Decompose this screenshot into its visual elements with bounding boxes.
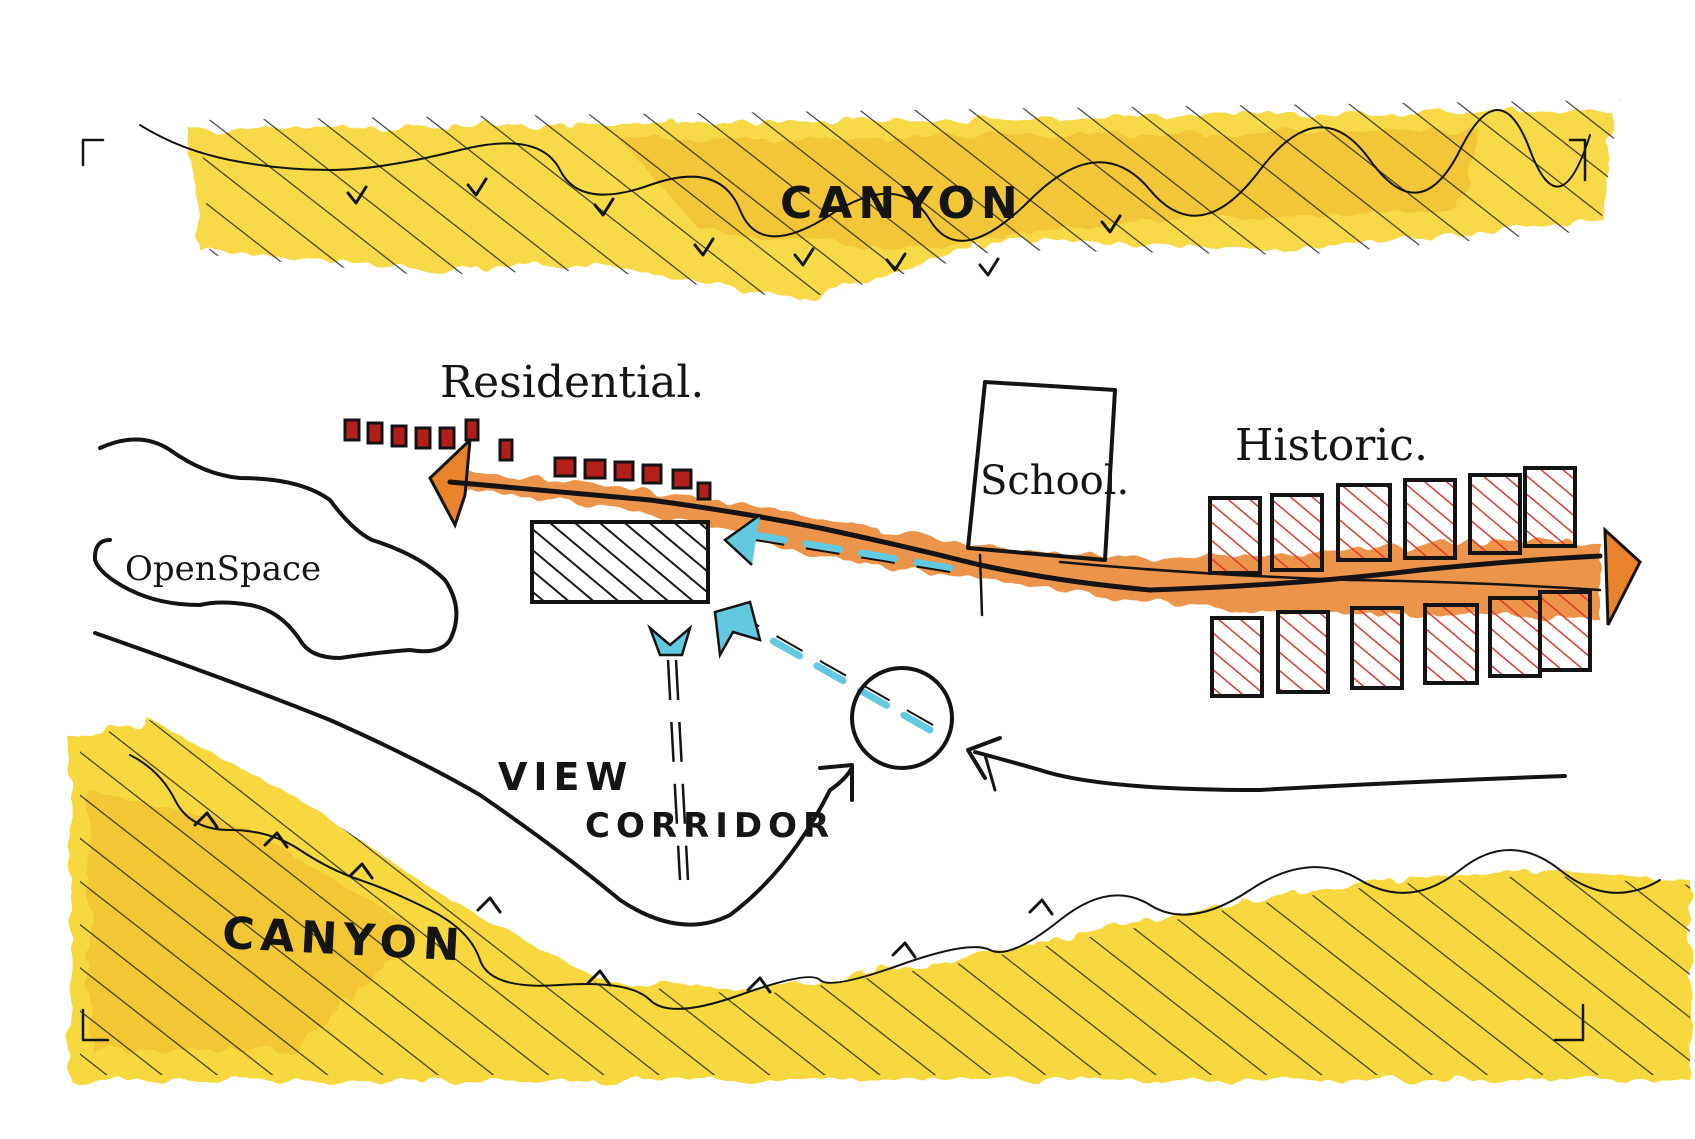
road-line [93,631,854,927]
historic-building [1538,590,1592,672]
canyon-bottom-hatch [80,720,1690,1075]
view-arrowhead-corridor [723,513,761,566]
house [696,481,712,501]
corridor-centerline-lower [1058,560,1602,592]
canyon-top-zone: CANYON [81,100,1620,300]
residential-houses-upper [343,418,514,462]
historic-building [1270,493,1324,572]
canyon-bottom-label: CANYON [221,908,467,972]
corner-mark-top-left [81,138,105,167]
view-line-diagonal-ink [747,619,934,726]
residential-label: Residential. [440,357,704,408]
historic-building [1208,496,1262,575]
house [414,426,432,450]
view-line-to-corridor-ink [754,539,951,573]
historic-building [1336,483,1392,562]
corridor-arrow-right [1603,526,1642,626]
canyon-top-slope-ticks [346,177,1122,277]
view-label: VIEW [498,755,633,799]
historic-building [1350,606,1404,690]
canyon-bottom-zone: CANYON [70,720,1690,1080]
approach-tick [983,753,997,792]
house [366,421,384,445]
house [583,458,607,480]
house [390,424,408,448]
view-arrowhead-diagonal [713,600,762,659]
view-arrowhead-up [647,623,693,657]
historic-building [1210,616,1264,698]
house [613,460,635,482]
school-label: School. [980,458,1129,504]
approach-line [973,750,1567,792]
corner-mark-bottom-left [81,1008,110,1042]
corner-mark-top-right [1568,138,1587,182]
approach-arrowhead [966,736,1002,780]
historic-buildings-south [1210,590,1592,698]
house [464,418,480,442]
view-line-to-corridor [751,531,954,572]
corridor-tick [978,553,984,617]
historic-building [1523,466,1577,548]
hatched-building-block [530,520,710,604]
corridor [428,436,1642,626]
canyon-bottom-slope-ticks [193,811,1054,994]
residential-houses-lower [553,456,712,501]
historic-building [1276,610,1330,694]
road [93,631,1567,927]
viewpoint-circle [850,666,954,770]
canyon-top-label: CANYON [780,178,1024,229]
house [641,463,663,485]
open-space-outline [92,437,459,660]
historic-zone: Historic. [1208,420,1592,698]
house [498,438,514,462]
corner-mark-bottom-right [1553,1003,1585,1042]
historic-building [1423,603,1479,685]
historic-buildings-north [1208,466,1577,575]
historic-label: Historic. [1235,420,1428,471]
open-space-label: OpenSpace [125,549,321,589]
road-arrowhead [818,763,854,802]
view-line-diagonal [741,621,934,734]
house [438,426,456,450]
corridor-label: CORRIDOR [585,806,835,846]
canyon-top-ridge-line [139,109,1591,242]
residential-zone: Residential. [343,357,712,501]
house [343,418,361,442]
corridor-centerline [447,479,1603,593]
house [671,468,693,490]
house [553,456,577,478]
school-zone: School. [966,380,1129,562]
open-space-zone: OpenSpace [92,437,459,660]
canyon-bottom-ridge-line [129,754,1661,1010]
view-line-vertical [666,659,682,881]
historic-building [1468,473,1522,555]
view-corridor: VIEW CORRIDOR [498,513,954,881]
school-building-outline [966,380,1117,562]
historic-building [1403,478,1457,560]
view-line-vertical-2 [674,659,690,881]
historic-building [1488,596,1542,678]
